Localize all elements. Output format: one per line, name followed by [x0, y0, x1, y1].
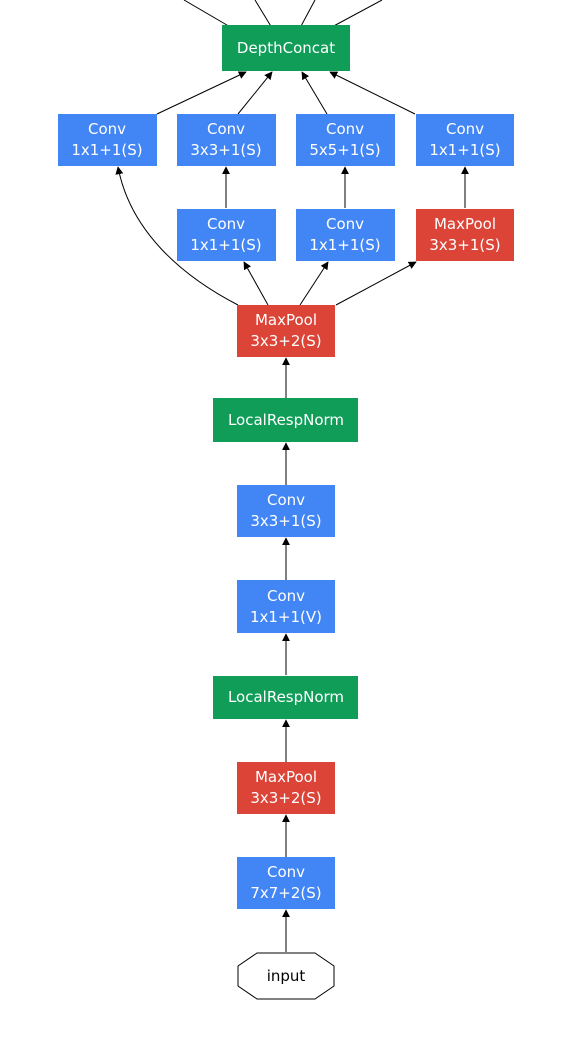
conv-1x1-d-title: Conv [326, 215, 364, 233]
conv-1x1-stem-box [237, 580, 335, 633]
conv-1x1-stem-params: 1x1+1(V) [250, 608, 322, 626]
conv-5x5-a-params: 5x5+1(S) [309, 141, 380, 159]
input-label: input [267, 967, 306, 985]
edges [115, 0, 469, 952]
conv-3x3-stem-params: 3x3+1(S) [250, 512, 321, 530]
conv-1x1-a-node[interactable]: Conv 1x1+1(S) [58, 114, 157, 166]
edge-incoming-1 [183, 0, 233, 29]
conv-3x3-a-params: 3x3+1(S) [190, 141, 261, 159]
conv-1x1-c-title: Conv [207, 215, 245, 233]
conv-1x1-b-node[interactable]: Conv 1x1+1(S) [416, 114, 514, 166]
lrn-top-label: LocalRespNorm [228, 411, 344, 429]
nodes: DepthConcat Conv 1x1+1(S) Conv 3x3+1(S) … [58, 25, 514, 1000]
conv-3x3-a-node[interactable]: Conv 3x3+1(S) [177, 114, 276, 166]
conv-1x1-stem-title: Conv [267, 587, 305, 605]
conv-7x7-node[interactable]: Conv 7x7+2(S) [237, 857, 335, 909]
edge-incoming-4 [329, 0, 383, 29]
edge-conv1x1a-to-concat [156, 71, 247, 115]
depth-concat-label: DepthConcat [237, 39, 335, 57]
maxpool-3x3-s1-box [416, 209, 514, 261]
maxpool-3x3-s2-top-box [237, 305, 335, 357]
depth-concat-node[interactable]: DepthConcat [222, 25, 350, 71]
conv-7x7-title: Conv [267, 863, 305, 881]
maxpool-3x3-s2-bottom-box [237, 762, 335, 814]
maxpool-3x3-s1-title: MaxPool [434, 215, 496, 233]
conv-1x1-b-params: 1x1+1(S) [429, 141, 500, 159]
conv-1x1-b-title: Conv [446, 120, 484, 138]
edge-incoming-3 [299, 0, 316, 29]
edge-conv5x5a-to-concat [301, 71, 328, 115]
conv-7x7-params: 7x7+2(S) [250, 884, 321, 902]
conv-5x5-a-title: Conv [326, 120, 364, 138]
edge-incoming-2 [254, 0, 273, 29]
conv-1x1-b-box [416, 114, 514, 166]
conv-1x1-d-node[interactable]: Conv 1x1+1(S) [296, 209, 395, 261]
conv-1x1-c-params: 1x1+1(S) [190, 236, 261, 254]
edge-maxpool-to-conv1x1a [115, 166, 239, 306]
maxpool-3x3-s2-bottom-params: 3x3+2(S) [250, 789, 321, 807]
input-octagon [237, 952, 335, 1000]
conv-1x1-a-params: 1x1+1(S) [71, 141, 142, 159]
maxpool-3x3-s1-params: 3x3+1(S) [429, 236, 500, 254]
conv-1x1-d-params: 1x1+1(S) [309, 236, 380, 254]
conv-1x1-stem-node[interactable]: Conv 1x1+1(V) [237, 580, 335, 633]
maxpool-3x3-s2-top-params: 3x3+2(S) [250, 332, 321, 350]
conv-3x3-a-box [177, 114, 276, 166]
conv-3x3-a-title: Conv [207, 120, 245, 138]
lrn-bottom-node[interactable]: LocalRespNorm [213, 676, 358, 719]
conv-3x3-stem-node[interactable]: Conv 3x3+1(S) [237, 485, 335, 537]
conv-1x1-c-node[interactable]: Conv 1x1+1(S) [177, 209, 276, 261]
maxpool-3x3-s2-bottom-title: MaxPool [255, 768, 317, 786]
conv-1x1-c-box [177, 209, 276, 261]
conv-1x1-a-title: Conv [88, 120, 126, 138]
maxpool-3x3-s2-top-title: MaxPool [255, 311, 317, 329]
edge-maxpool-to-conv1x1c [243, 261, 269, 306]
lrn-bottom-label: LocalRespNorm [228, 688, 344, 706]
conv-1x1-d-box [296, 209, 395, 261]
edge-conv3x3a-to-concat [237, 71, 273, 115]
maxpool-3x3-s2-bottom-node[interactable]: MaxPool 3x3+2(S) [237, 762, 335, 814]
maxpool-3x3-s2-top-node[interactable]: MaxPool 3x3+2(S) [237, 305, 335, 357]
lrn-top-node[interactable]: LocalRespNorm [213, 398, 358, 442]
conv-5x5-a-node[interactable]: Conv 5x5+1(S) [296, 114, 395, 166]
edge-conv1x1b-to-concat [329, 71, 416, 115]
conv-7x7-box [237, 857, 335, 909]
input-node[interactable]: input [237, 952, 335, 1000]
conv-5x5-a-box [296, 114, 395, 166]
conv-1x1-a-box [58, 114, 157, 166]
lrn-bottom-box [213, 676, 358, 719]
edge-maxpool-to-conv1x1d [299, 261, 329, 306]
edge-maxpool-to-maxpool-s1 [335, 261, 417, 306]
conv-3x3-stem-box [237, 485, 335, 537]
maxpool-3x3-s1-node[interactable]: MaxPool 3x3+1(S) [416, 209, 514, 261]
depth-concat-box [222, 25, 350, 71]
conv-3x3-stem-title: Conv [267, 491, 305, 509]
lrn-top-box [213, 398, 358, 442]
